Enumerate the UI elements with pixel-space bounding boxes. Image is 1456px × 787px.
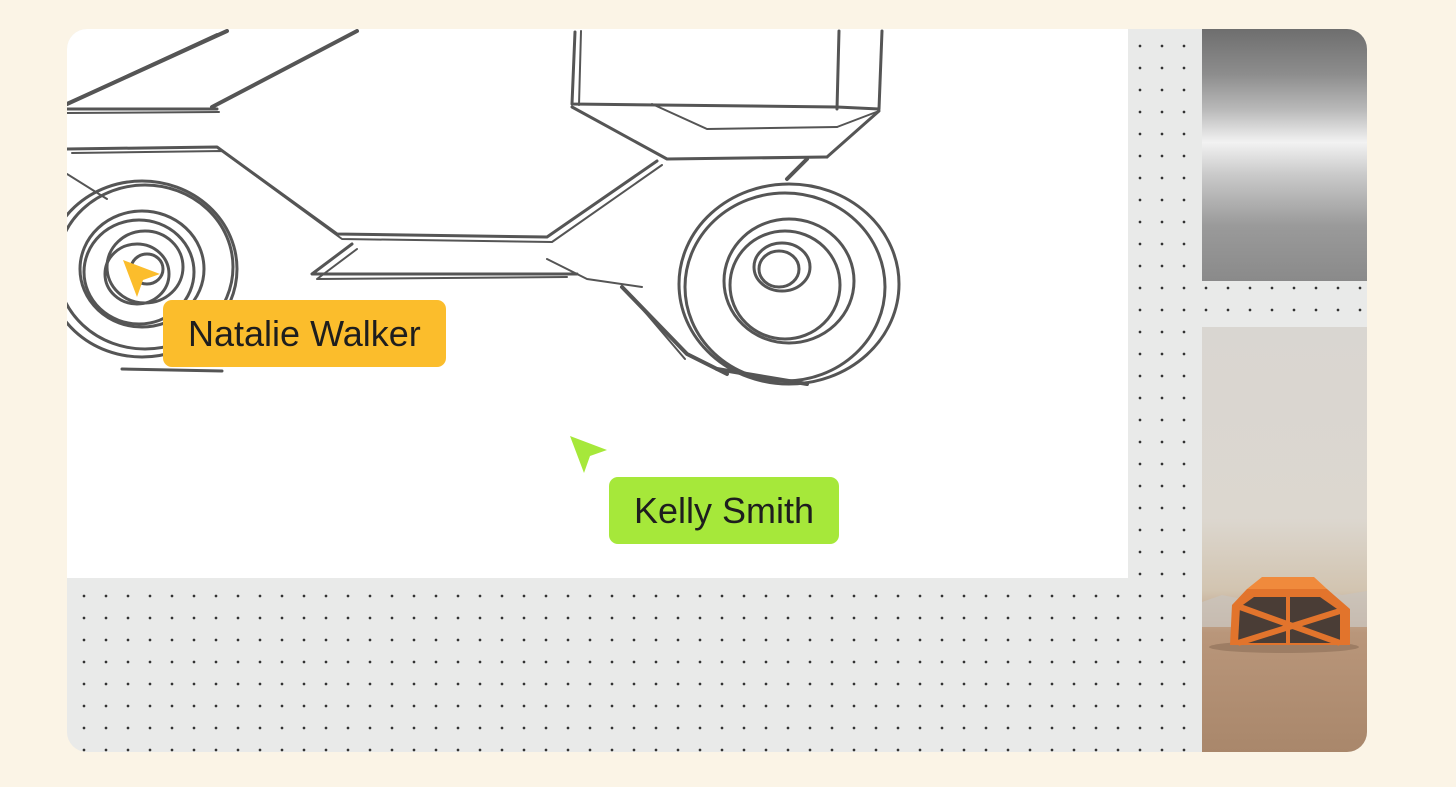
desert-tent-thumbnail[interactable] (1202, 327, 1367, 752)
tent-illustration (1202, 577, 1367, 653)
metal-texture-thumbnail[interactable] (1202, 29, 1367, 281)
cursor-arrow-icon (570, 436, 607, 473)
vehicle-sketch (67, 29, 901, 386)
cursor-arrow-icon (123, 260, 160, 297)
collaborator-label-natalie: Natalie Walker (163, 300, 446, 367)
canvas-frame[interactable]: Natalie Walker Kelly Smith (67, 29, 1367, 752)
collaborator-label-kelly: Kelly Smith (609, 477, 840, 544)
